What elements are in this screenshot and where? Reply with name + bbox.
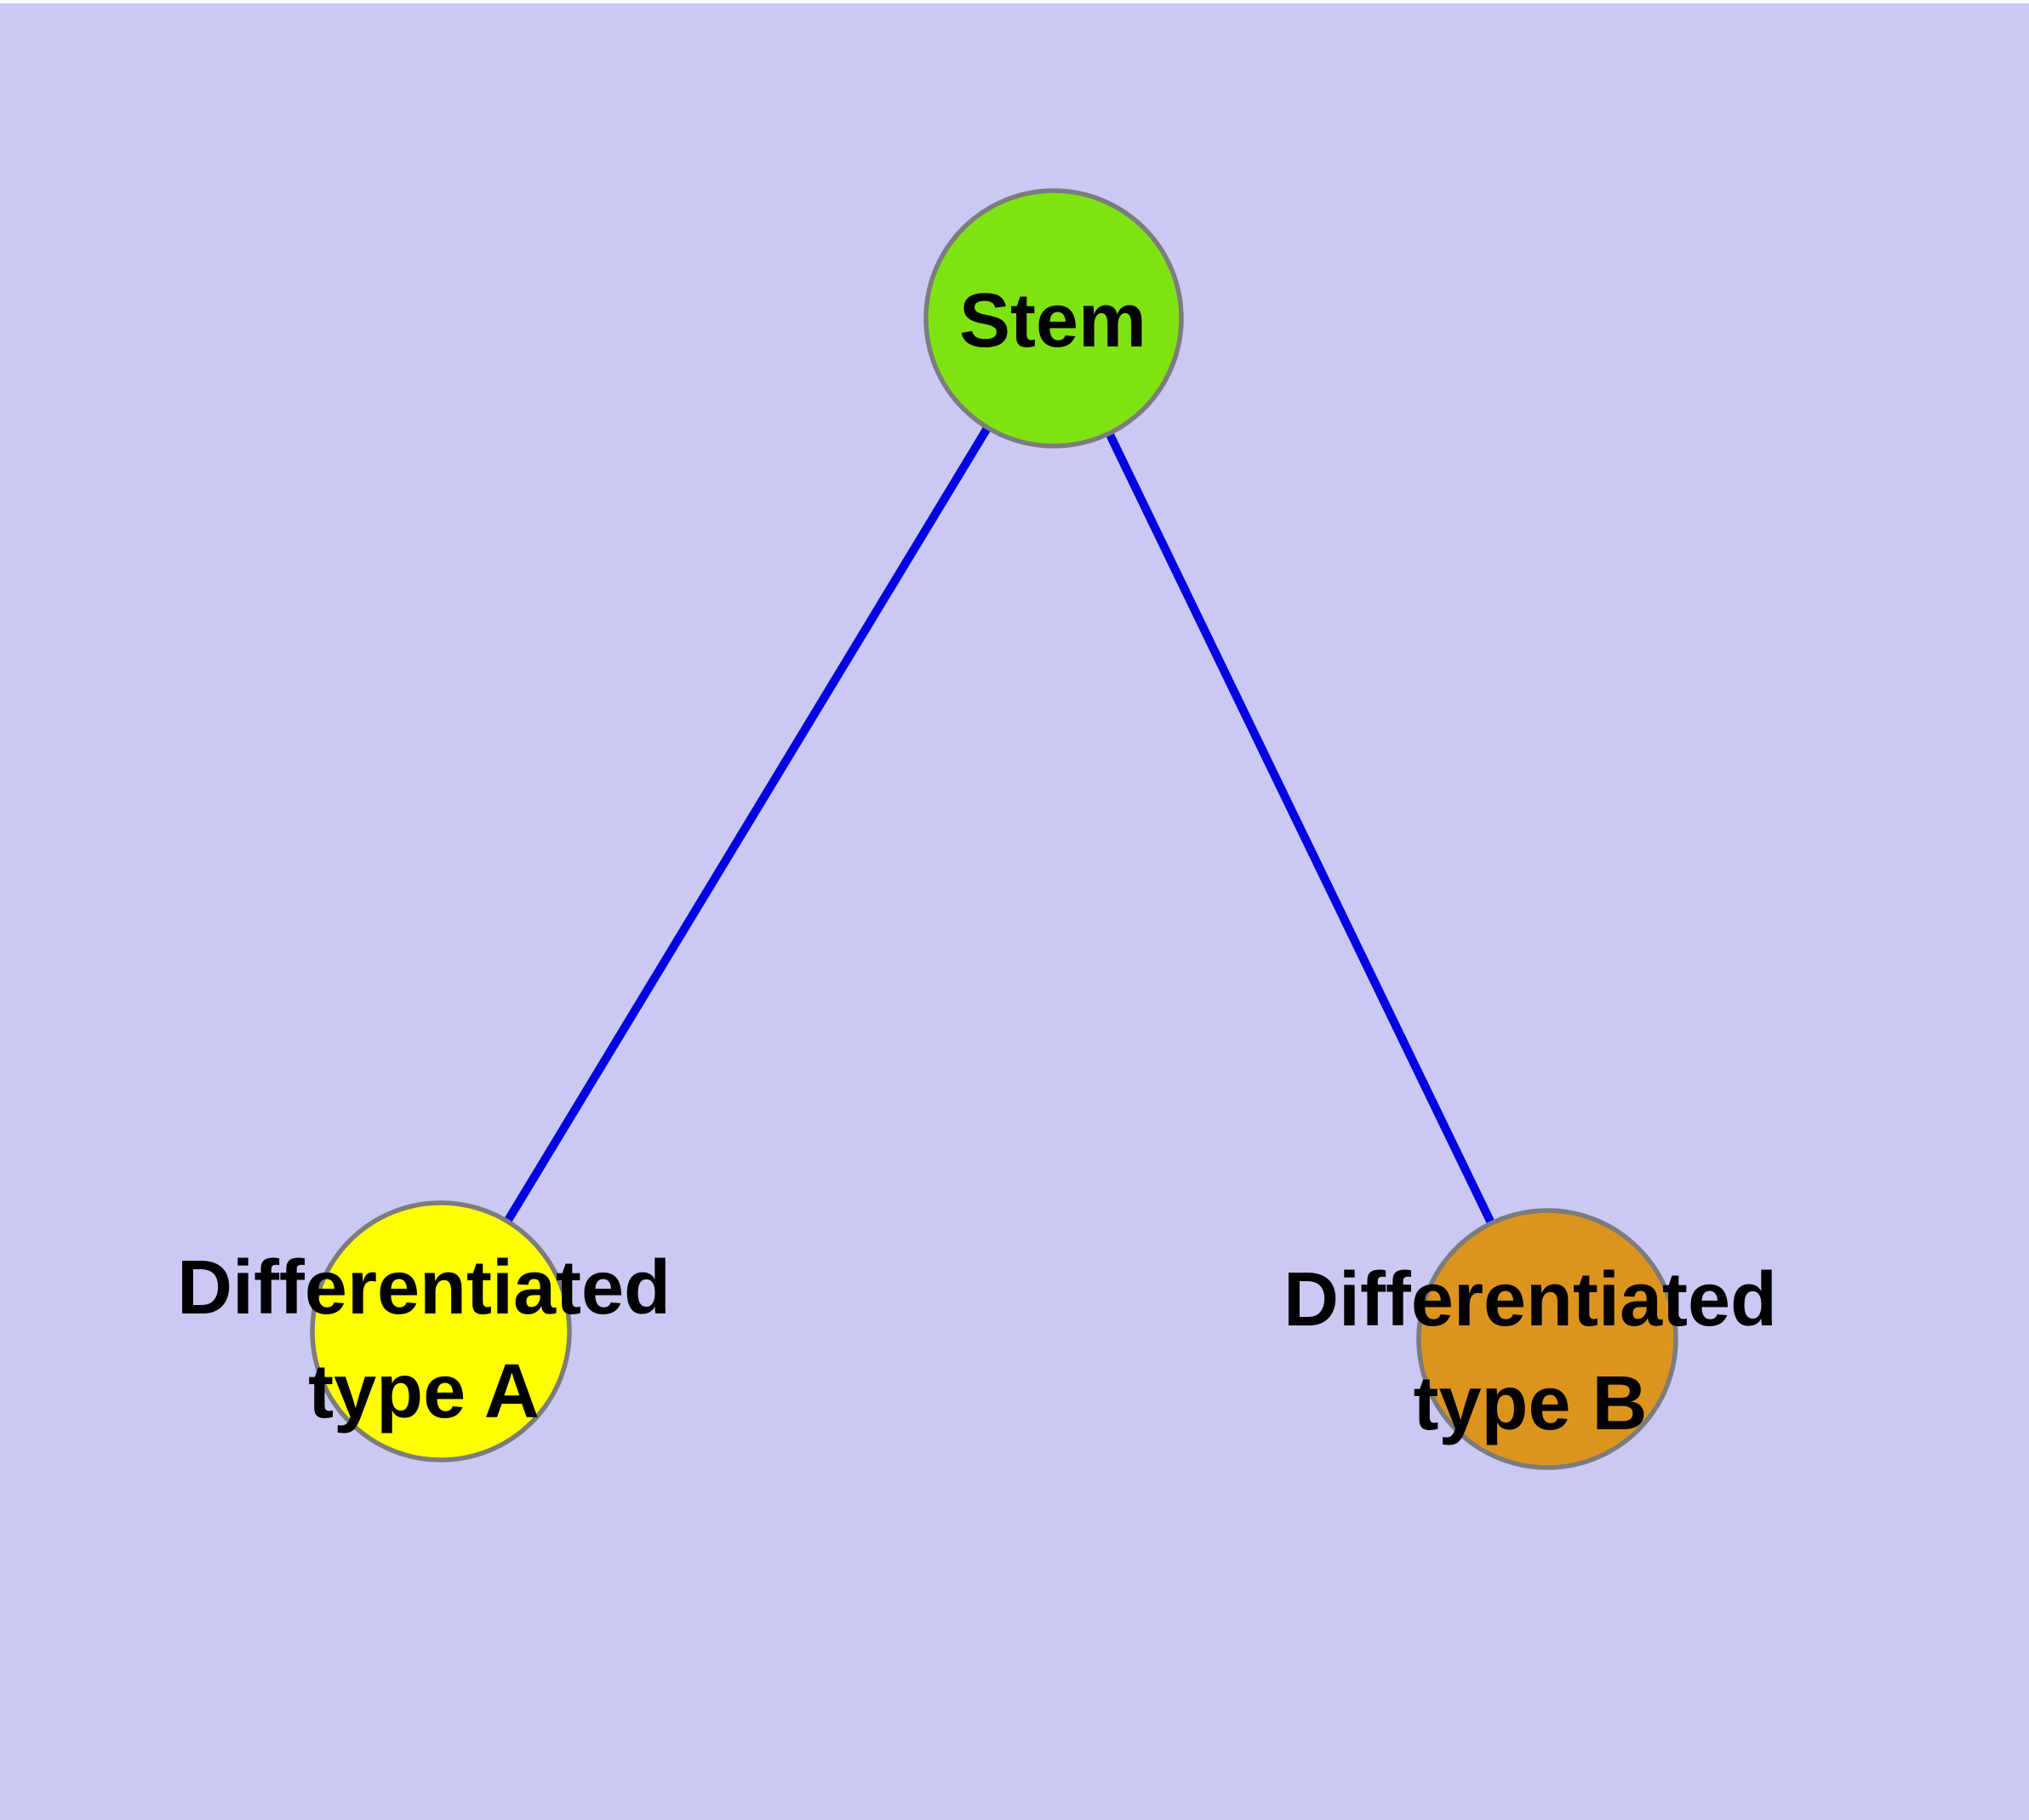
node-differentiated-type-b-label-line2: type B — [1413, 1361, 1647, 1446]
top-window-edge — [0, 0, 2029, 3]
node-differentiated-type-b-label-line1: Differentiated — [1283, 1257, 1777, 1342]
edge-stem-to-type-a — [437, 314, 1058, 1336]
node-differentiated-type-b-circle[interactable] — [1416, 1208, 1678, 1470]
node-differentiated-type-a[interactable]: Differentiated type A — [177, 1200, 671, 1462]
edge-stem-to-type-b — [1049, 314, 1552, 1343]
edge-layer — [437, 314, 1552, 1343]
node-stem[interactable]: Stem — [923, 188, 1184, 449]
node-differentiated-type-a-label-line2: type A — [308, 1349, 540, 1434]
node-differentiated-type-b[interactable]: Differentiated type B — [1283, 1208, 1777, 1470]
node-differentiated-type-a-label-line1: Differentiated — [177, 1245, 671, 1331]
node-stem-label: Stem — [959, 278, 1146, 363]
node-differentiated-type-a-circle[interactable] — [310, 1200, 572, 1462]
node-stem-circle[interactable] — [923, 188, 1184, 449]
